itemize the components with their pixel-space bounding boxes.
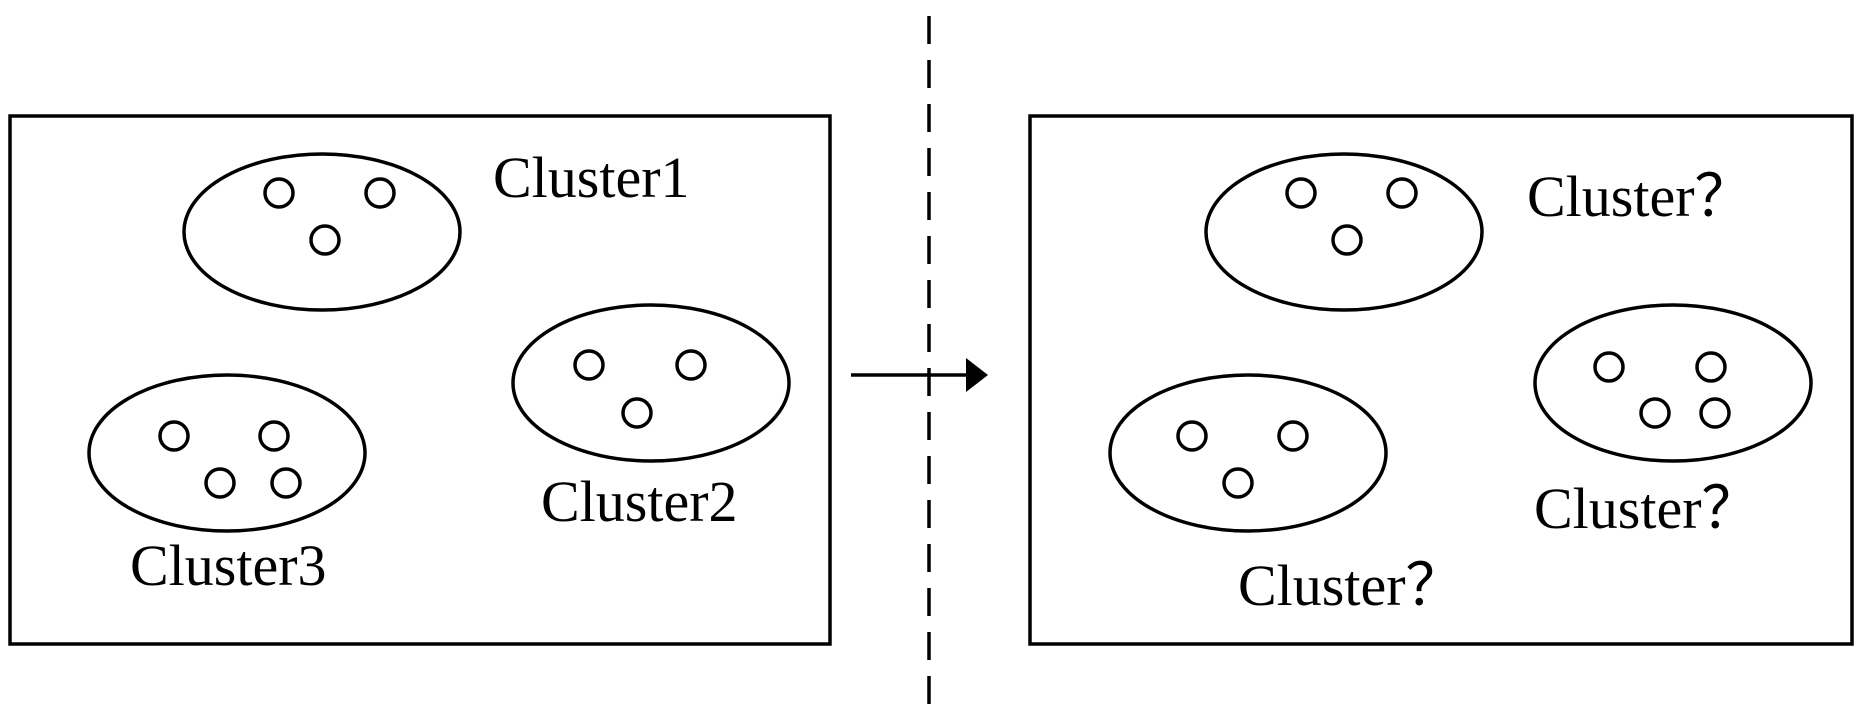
data-point xyxy=(1176,420,1208,452)
data-point xyxy=(1222,467,1254,499)
data-point xyxy=(573,349,605,381)
cluster-boundary xyxy=(1204,152,1484,312)
data-point xyxy=(309,224,341,256)
right-cluster-top: Cluster？ xyxy=(1204,152,1753,312)
right-panel: Cluster？ Cluster？ Cluster？ xyxy=(1028,114,1854,646)
cluster-boundary xyxy=(1533,303,1813,463)
right-panel-frame xyxy=(1028,114,1854,646)
data-point xyxy=(1331,224,1363,256)
data-point xyxy=(158,420,190,452)
data-point xyxy=(364,177,396,209)
left-cluster-3: Cluster3 xyxy=(87,373,367,598)
cluster-boundary xyxy=(87,373,367,533)
cluster-boundary xyxy=(511,303,791,463)
cluster-boundary xyxy=(1108,373,1388,533)
transition-arrow xyxy=(851,358,988,392)
cluster-boundary xyxy=(182,152,462,312)
right-cluster-bottom: Cluster？ xyxy=(1108,373,1464,618)
cluster-label: Cluster1 xyxy=(493,145,690,210)
data-point xyxy=(1277,420,1309,452)
data-point xyxy=(1593,351,1625,383)
cluster-label: Cluster3 xyxy=(130,533,327,598)
cluster-label: Cluster2 xyxy=(541,469,738,534)
data-point xyxy=(1639,397,1671,429)
data-point xyxy=(1699,397,1731,429)
cluster-label: Cluster？ xyxy=(1534,476,1760,541)
data-point xyxy=(263,177,295,209)
data-point xyxy=(1386,177,1418,209)
cluster-label: Cluster？ xyxy=(1527,164,1753,229)
data-point xyxy=(1285,177,1317,209)
right-cluster-right: Cluster？ xyxy=(1533,303,1813,541)
data-point xyxy=(675,349,707,381)
data-point xyxy=(204,467,236,499)
left-cluster-2: Cluster2 xyxy=(511,303,791,534)
left-panel: Cluster1 Cluster2 Cluster3 xyxy=(8,114,832,646)
data-point xyxy=(621,397,653,429)
left-cluster-1: Cluster1 xyxy=(182,145,690,312)
arrow-head xyxy=(966,358,988,392)
left-panel-frame xyxy=(8,114,832,646)
data-point xyxy=(1695,351,1727,383)
data-point xyxy=(270,467,302,499)
cluster-label: Cluster？ xyxy=(1238,553,1464,618)
data-point xyxy=(258,420,290,452)
